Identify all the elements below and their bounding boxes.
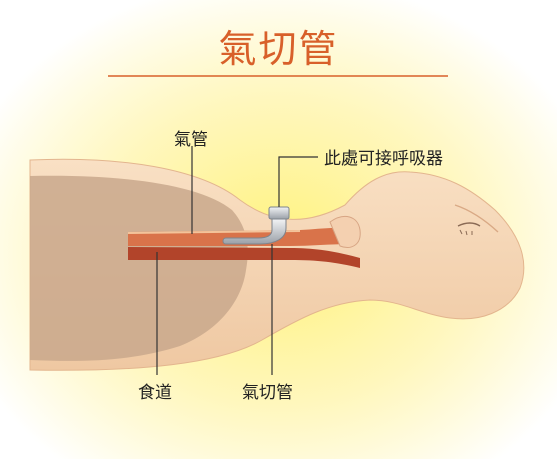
label-tracheostomy-tube: 氣切管 xyxy=(242,378,293,403)
label-ventilator-connection: 此處可接呼吸器 xyxy=(324,144,443,169)
label-trachea: 氣管 xyxy=(174,125,208,150)
label-esophagus: 食道 xyxy=(138,378,172,403)
tube-connector xyxy=(269,207,289,219)
diagram-title: 氣切管 xyxy=(0,18,557,73)
